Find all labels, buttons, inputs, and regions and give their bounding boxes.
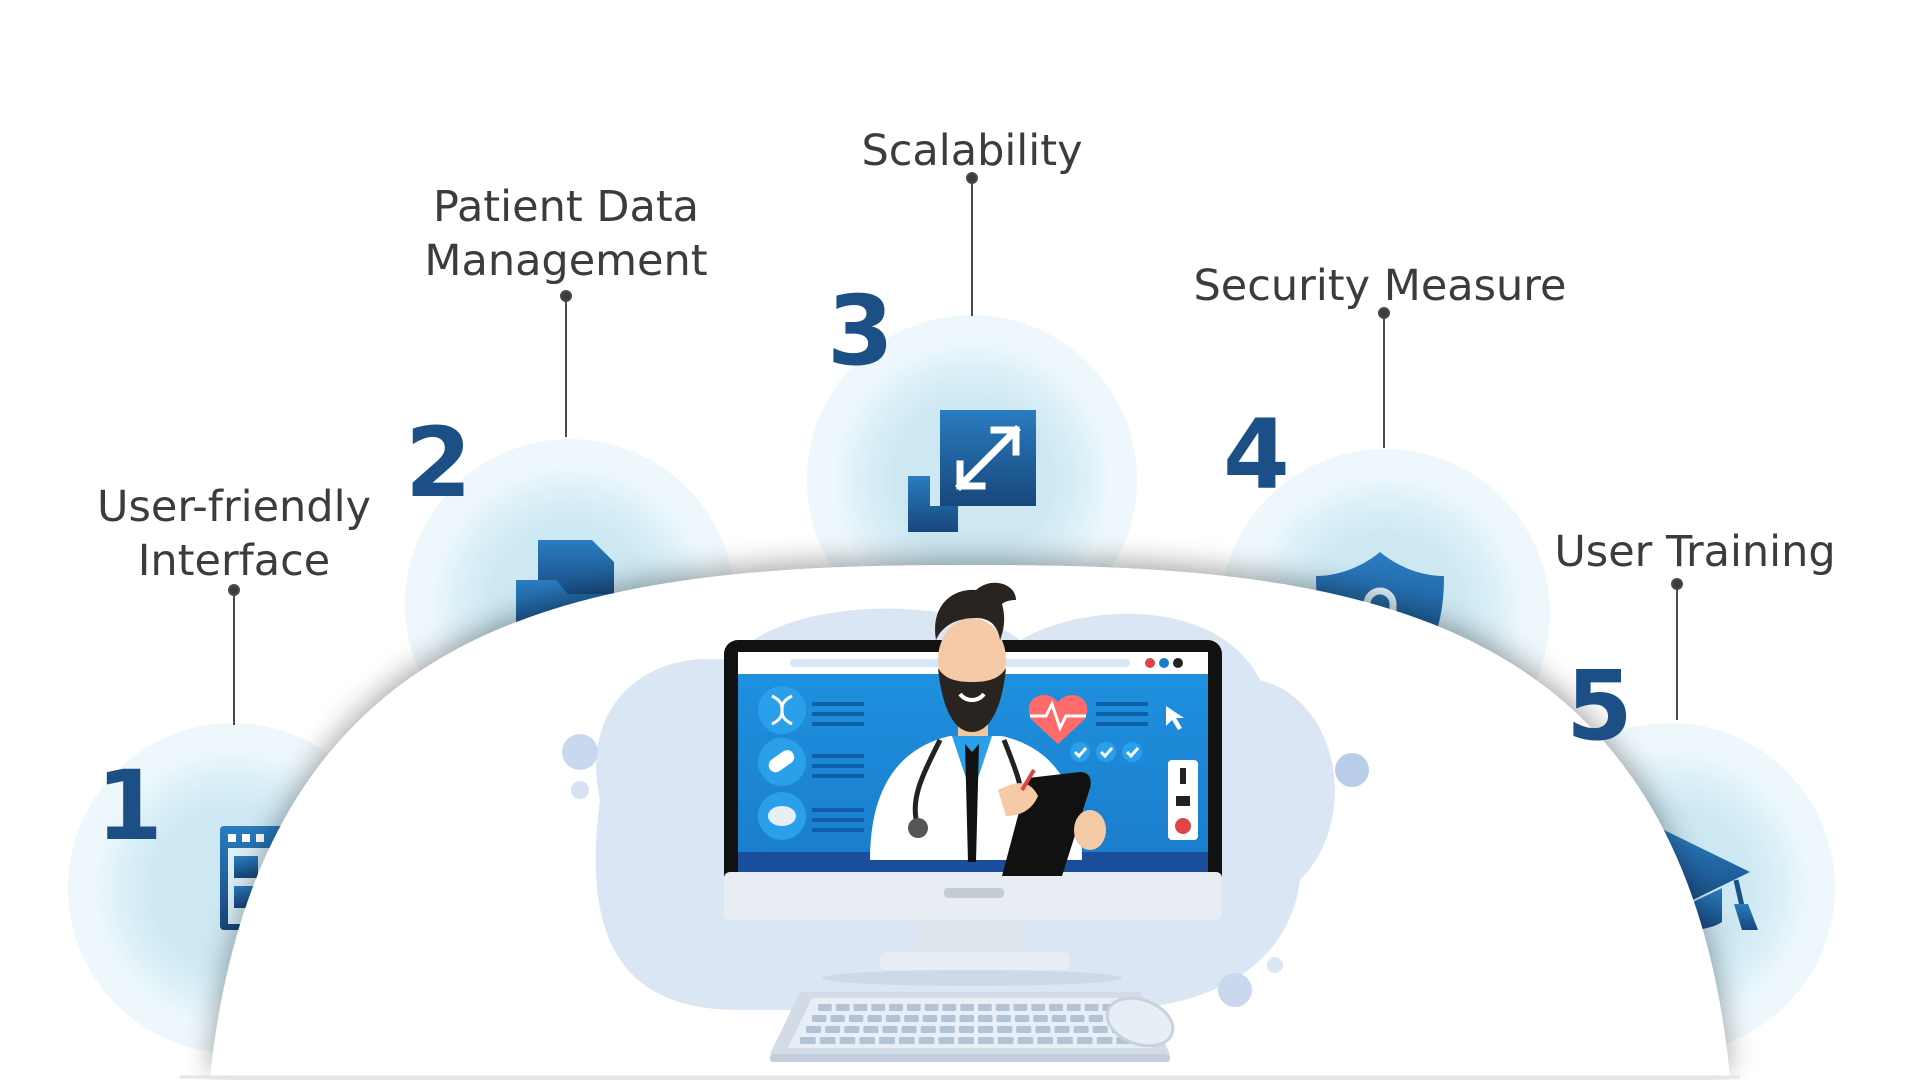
keyboard-key — [1035, 1026, 1051, 1033]
keyboard-key — [1049, 1004, 1063, 1011]
keyboard-key — [898, 1037, 915, 1044]
feature-label-4: Security Measure — [1194, 259, 1567, 313]
keyboard-key — [1051, 1015, 1067, 1022]
keyboard-key — [1073, 1026, 1089, 1033]
keyboard-key — [859, 1037, 876, 1044]
keyboard-key — [1013, 1004, 1028, 1011]
keyboard-key — [1037, 1037, 1054, 1044]
keyboard-key — [800, 1037, 816, 1044]
keyboard-key — [812, 1015, 827, 1022]
keyboard-key — [853, 1004, 868, 1011]
keyboard-key — [920, 1026, 936, 1033]
keyboard-key — [844, 1026, 860, 1033]
connector-lines — [228, 172, 1683, 725]
keyboard-key — [1016, 1026, 1032, 1033]
keyboard-key — [997, 1037, 1014, 1044]
feature-label-2-line-2: Management — [424, 236, 708, 286]
feature-label-1: User-friendly Interface — [97, 480, 371, 588]
keyboard-key — [906, 1004, 921, 1011]
keyboard-key — [1057, 1037, 1073, 1044]
keyboard-key — [939, 1026, 955, 1033]
keyboard-key — [825, 1026, 841, 1033]
feature-label-1-line-1: User-friendly — [97, 482, 371, 532]
feature-number-1: 1 — [96, 750, 163, 862]
keyboard-key — [1033, 1015, 1048, 1022]
keyboard-key — [901, 1026, 917, 1033]
keyboard-key — [918, 1037, 935, 1044]
keyboard-key — [1070, 1015, 1085, 1022]
keyboard-key — [1017, 1037, 1034, 1044]
feature-label-2: Patient Data Management — [424, 180, 707, 288]
keyboard-key — [848, 1015, 864, 1022]
keyboard-key — [959, 1015, 974, 1022]
feature-label-5-line-1: User Training — [1554, 527, 1836, 577]
doctor-on-monitor-illustration — [562, 582, 1369, 1062]
keyboard-key — [960, 1004, 974, 1011]
keyboard-key — [942, 1004, 957, 1011]
keyboard-key — [818, 1004, 832, 1011]
keyboard-key — [1066, 1004, 1081, 1011]
feature-label-3-line-1: Scalability — [861, 126, 1083, 176]
keyboard-key — [882, 1026, 898, 1033]
keyboard-key — [835, 1004, 850, 1011]
keyboard-key — [1014, 1015, 1030, 1022]
keyboard-key — [1031, 1004, 1046, 1011]
feature-number-2: 2 — [405, 407, 472, 519]
keyboard-key — [958, 1026, 974, 1033]
feature-number-3: 3 — [827, 275, 894, 387]
keyboard-key — [819, 1037, 836, 1044]
keyboard-key — [922, 1015, 938, 1022]
feature-label-3: Scalability — [861, 124, 1082, 178]
keyboard-key — [995, 1004, 1010, 1011]
keyboard-key — [863, 1026, 879, 1033]
keyboard-key — [1092, 1026, 1108, 1033]
feature-number-4: 4 — [1223, 399, 1290, 511]
keyboard-key — [997, 1026, 1013, 1033]
keyboard-key — [958, 1037, 974, 1044]
keyboard-key — [1076, 1037, 1093, 1044]
keyboard-key — [978, 1004, 992, 1011]
keyboard-key — [1054, 1026, 1070, 1033]
keyboard-key — [938, 1037, 955, 1044]
feature-label-2-line-1: Patient Data — [432, 182, 700, 232]
keyboard-key — [806, 1026, 822, 1033]
feature-label-4-line-1: Security Measure — [1193, 261, 1567, 311]
keyboard-key — [839, 1037, 856, 1044]
keyboard-key — [879, 1037, 895, 1044]
feature-label-1-line-2: Interface — [137, 536, 331, 586]
keyboard-key — [889, 1004, 903, 1011]
keyboard-key — [924, 1004, 939, 1011]
keyboard-key — [1088, 1015, 1104, 1022]
scale-arrows-icon — [908, 410, 1036, 532]
keyboard-key — [867, 1015, 882, 1022]
keyboard-key — [978, 1026, 994, 1033]
keyboard-key — [1084, 1004, 1099, 1011]
keyboard-key — [996, 1015, 1011, 1022]
keyboard-key — [871, 1004, 886, 1011]
keyboard-key — [1096, 1037, 1113, 1044]
keyboard-key — [830, 1015, 845, 1022]
keyboard-key — [978, 1037, 994, 1044]
keyboard-key — [885, 1015, 901, 1022]
keyboard-key — [904, 1015, 919, 1022]
feature-label-5: User Training — [1554, 525, 1835, 579]
feature-number-5: 5 — [1566, 650, 1633, 762]
keyboard-key — [941, 1015, 956, 1022]
keyboard-key — [978, 1015, 993, 1022]
